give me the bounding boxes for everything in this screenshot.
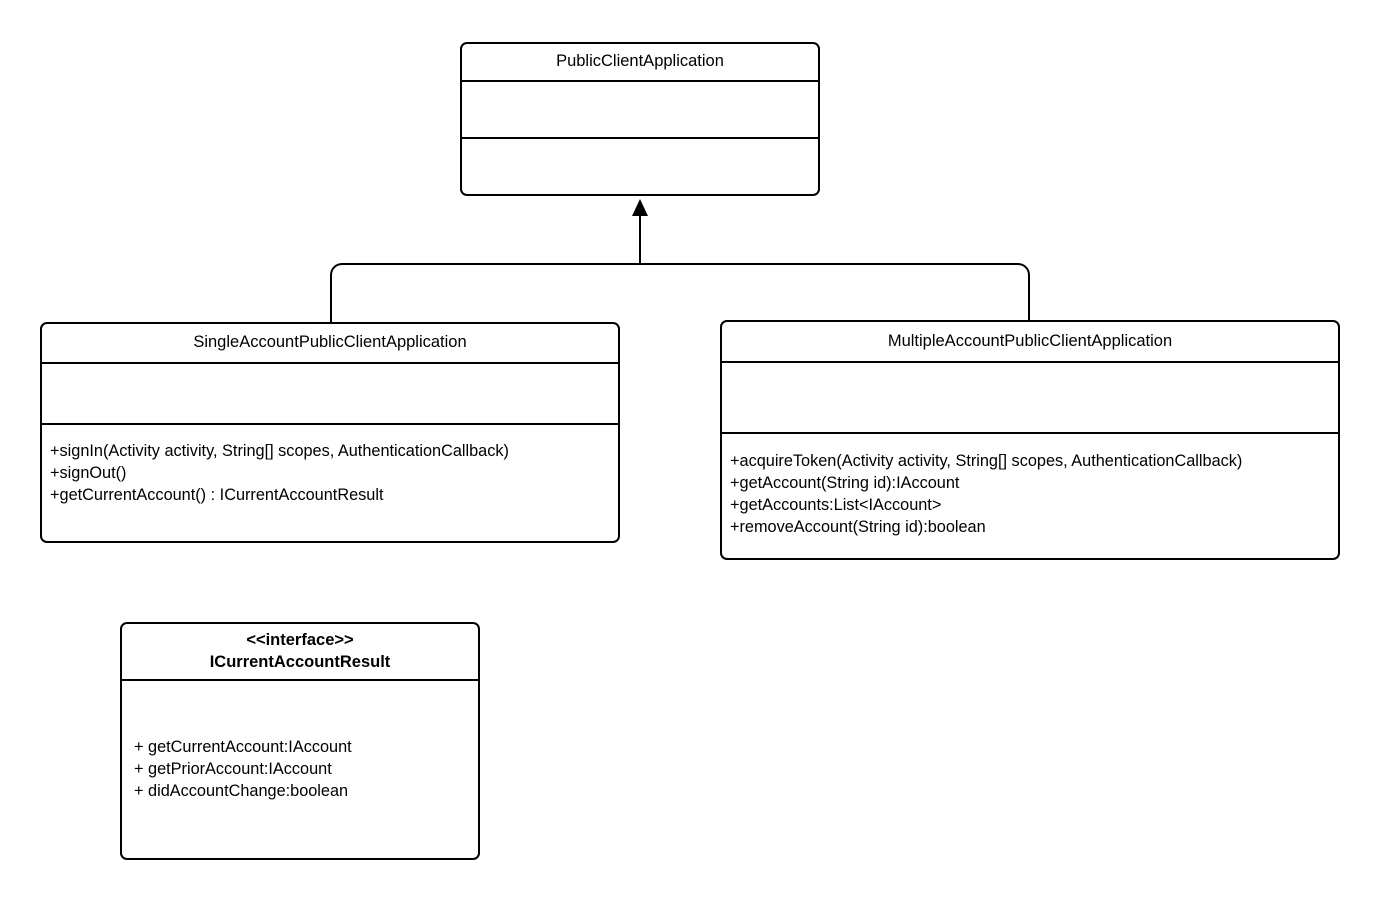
class-operations-icurrent-account-result: + getCurrentAccount:IAccount + getPriorAc…	[122, 679, 478, 858]
class-attributes-public-client-application	[462, 80, 818, 137]
operation-list-icurrent-account-result: + getCurrentAccount:IAccount + getPriorAc…	[126, 736, 478, 802]
class-name-public-client-application: PublicClientApplication	[556, 52, 724, 71]
generalization-stem-vertical	[638, 214, 642, 264]
operation-list-single-account: +signIn(Activity activity, String[] scop…	[42, 440, 618, 506]
member-row: +getCurrentAccount() : ICurrentAccountRe…	[50, 486, 384, 504]
class-attributes-single-account	[42, 362, 618, 423]
operation-list-multiple-account: +acquireToken(Activity activity, String[…	[722, 450, 1338, 538]
generalization-corner-left	[330, 262, 344, 277]
generalization-corner-right	[1016, 262, 1030, 277]
member-row: + getPriorAccount:IAccount	[134, 760, 332, 778]
member-row: +signOut()	[50, 464, 127, 482]
member-row: +acquireToken(Activity activity, String[…	[730, 452, 1243, 470]
member-row: +signIn(Activity activity, String[] scop…	[50, 442, 509, 460]
class-box-icurrent-account-result[interactable]: <<interface>> ICurrentAccountResult + ge…	[120, 622, 480, 860]
class-header-public-client-application: PublicClientApplication	[462, 44, 818, 80]
class-attributes-multiple-account	[722, 361, 1338, 432]
member-row: + didAccountChange:boolean	[134, 782, 349, 800]
member-row: +removeAccount(String id):boolean	[730, 518, 986, 536]
class-box-single-account-public-client-application[interactable]: SingleAccountPublicClientApplication +si…	[40, 322, 620, 543]
class-name-icurrent-account-result: ICurrentAccountResult	[209, 652, 391, 671]
member-row: + getCurrentAccount:IAccount	[134, 738, 352, 756]
generalization-arrow-head	[632, 199, 648, 216]
member-row: +getAccounts:List<IAccount>	[730, 496, 942, 514]
class-operations-public-client-application	[462, 137, 818, 194]
class-header-multiple-account: MultipleAccountPublicClientApplication	[722, 322, 1338, 361]
class-header-single-account: SingleAccountPublicClientApplication	[42, 324, 618, 362]
generalization-bar-horizontal	[344, 262, 1016, 266]
class-header-icurrent-account-result: <<interface>> ICurrentAccountResult	[122, 624, 478, 679]
class-name-single-account: SingleAccountPublicClientApplication	[193, 333, 467, 352]
generalization-drop-left	[330, 276, 333, 323]
class-box-multiple-account-public-client-application[interactable]: MultipleAccountPublicClientApplication +…	[720, 320, 1340, 560]
class-operations-single-account: +signIn(Activity activity, String[] scop…	[42, 423, 618, 541]
generalization-drop-right	[1027, 276, 1030, 321]
class-operations-multiple-account: +acquireToken(Activity activity, String[…	[722, 432, 1338, 558]
class-box-public-client-application[interactable]: PublicClientApplication	[460, 42, 820, 196]
member-row: +getAccount(String id):IAccount	[730, 474, 960, 492]
class-name-multiple-account: MultipleAccountPublicClientApplication	[887, 331, 1173, 350]
stereotype-label-interface: <<interface>>	[246, 630, 354, 649]
